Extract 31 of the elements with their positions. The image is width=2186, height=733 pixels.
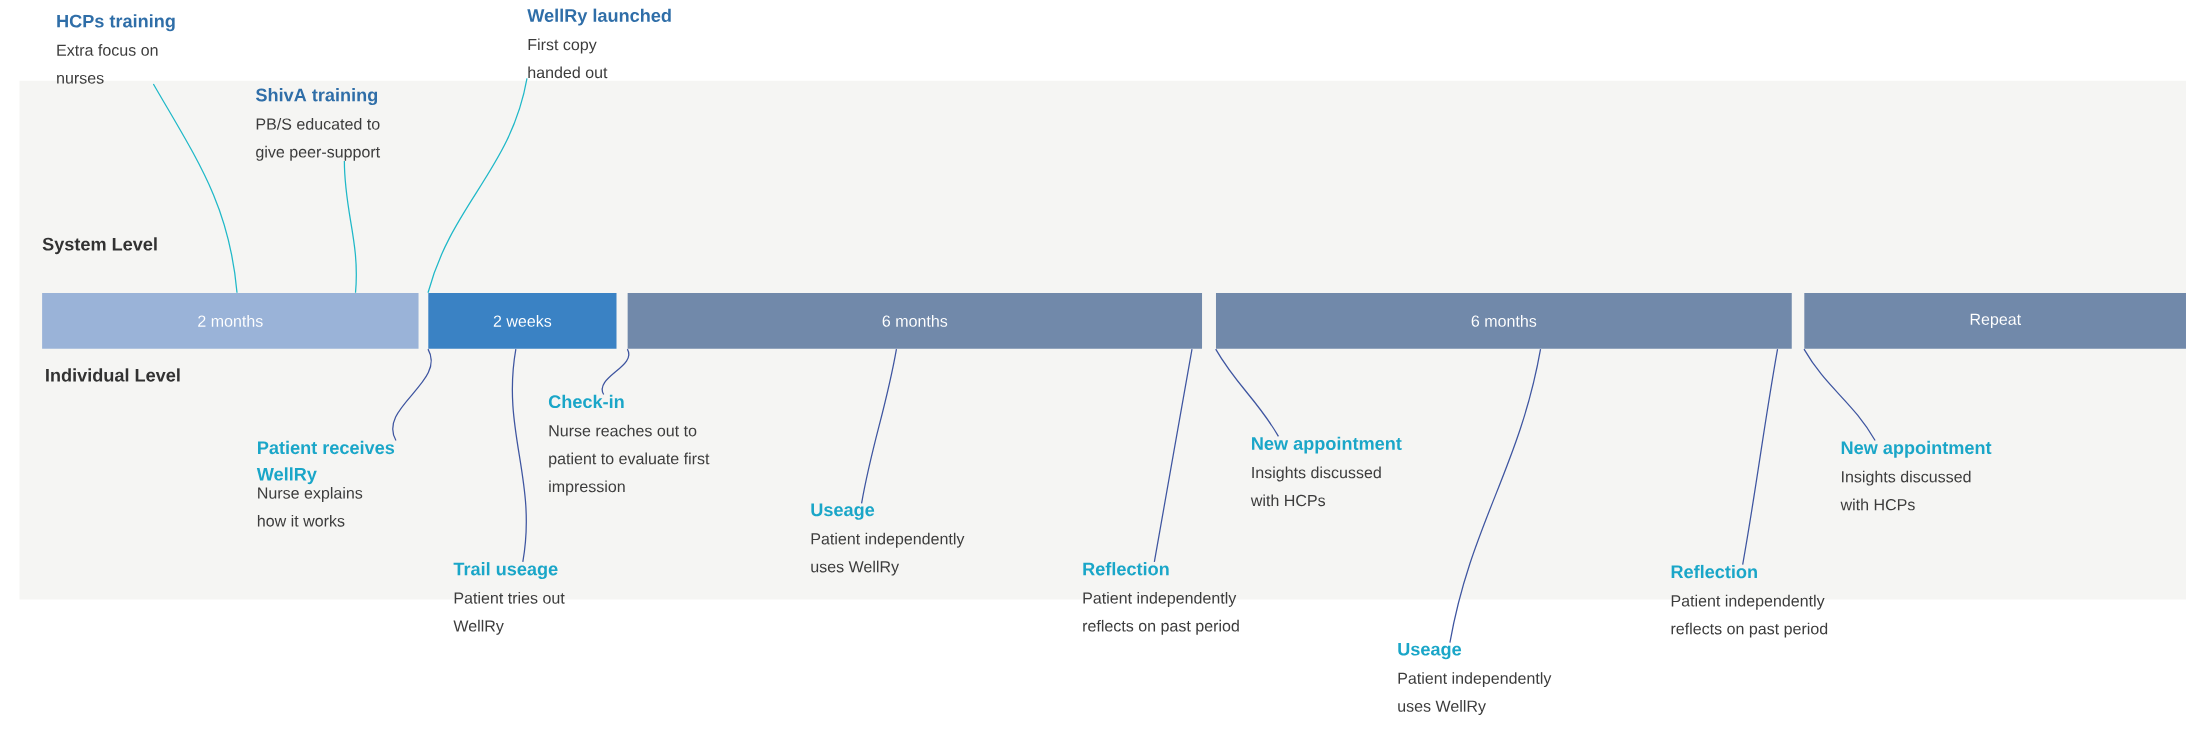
timeline-segment: 6 months (627, 292, 1203, 349)
level-label: Individual Level (46, 368, 180, 382)
timeline-segment: 2 weeks (428, 292, 617, 349)
milestone-note: Trail useage Patient tries out WellRy (453, 561, 565, 635)
milestone-note: Reflection Patient independently reflects on past period (1083, 561, 1239, 635)
leader-line (860, 348, 898, 504)
leader-line (1449, 348, 1542, 644)
level-label: System Level (42, 237, 157, 255)
leader-line (392, 348, 432, 442)
milestone-note: Reflection Patient independently reflects on past period (1671, 564, 1828, 638)
milestone-note: WellRy launched First copy handed out (527, 8, 671, 78)
leader-line (152, 83, 238, 294)
timeline-segment: 6 months (1216, 292, 1792, 349)
milestone-note: ShivA training PB/S educated to give peer-support (255, 87, 380, 161)
milestone-note: Patient receives WellRy Nurse explains how it works (256, 440, 395, 527)
milestone-note: New appointment Insights discussed with HCPs (1840, 440, 1992, 511)
timeline-segment: Repeat (1804, 292, 2186, 349)
milestone-note: New appointment Insights discussed with HCPs (1250, 436, 1402, 506)
timeline-segment: 2 months (42, 292, 419, 349)
leader-line (427, 77, 528, 294)
leader-line (1153, 348, 1193, 563)
milestone-note: Useage Patient independently uses WellRy (1398, 642, 1552, 715)
leader-line (1215, 348, 1280, 437)
milestone-note: Check-in Nurse reaches out to patient to evaluate first impression (548, 394, 710, 496)
milestone-note: Useage Patient independently uses WellRy (811, 503, 965, 576)
leader-line (343, 160, 357, 294)
leader-line (511, 348, 527, 563)
leader-line (601, 348, 630, 395)
leader-line (1803, 348, 1876, 442)
milestone-note: HCPs training Extra focus on nurses (57, 14, 175, 84)
leader-line (1742, 348, 1779, 566)
